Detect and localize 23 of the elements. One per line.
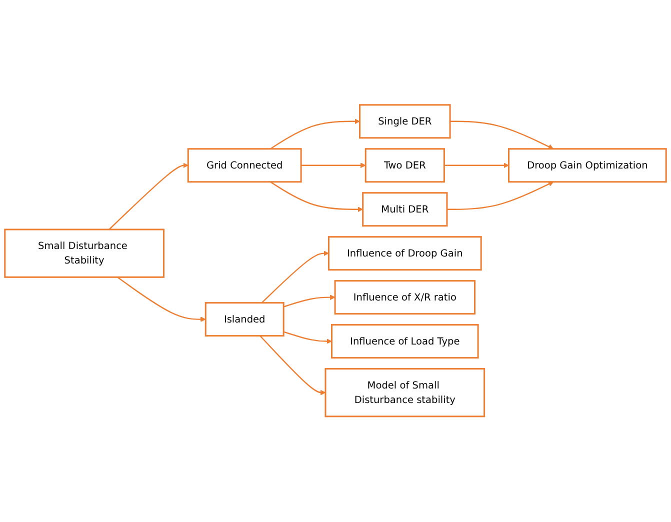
node-box: Model of Small Disturbance stability xyxy=(324,368,486,418)
arrow xyxy=(108,163,188,230)
node-box: Multi DER xyxy=(362,192,448,227)
arrow xyxy=(261,250,329,304)
node-box: Small Disturbance Stability xyxy=(4,229,164,278)
arrow xyxy=(444,163,509,168)
node-box: Influence of Load Type xyxy=(330,324,479,359)
arrow xyxy=(260,336,326,396)
node-box: Single DER xyxy=(359,104,451,139)
arrow xyxy=(283,294,336,308)
node-box: Two DER xyxy=(364,148,445,183)
arrow xyxy=(301,163,366,168)
arrow xyxy=(283,332,332,344)
arrow xyxy=(446,182,554,210)
node-box: Islanded xyxy=(204,302,284,337)
arrow xyxy=(270,119,360,150)
arrow xyxy=(117,277,206,322)
node-box: Influence of Droop Gain xyxy=(328,236,482,271)
node-box: Grid Connected xyxy=(187,148,302,183)
node-box: Influence of X/R ratio xyxy=(334,280,476,315)
node-box: Droop Gain Optimization xyxy=(508,148,667,183)
arrow xyxy=(270,182,364,212)
arrow xyxy=(450,121,554,150)
